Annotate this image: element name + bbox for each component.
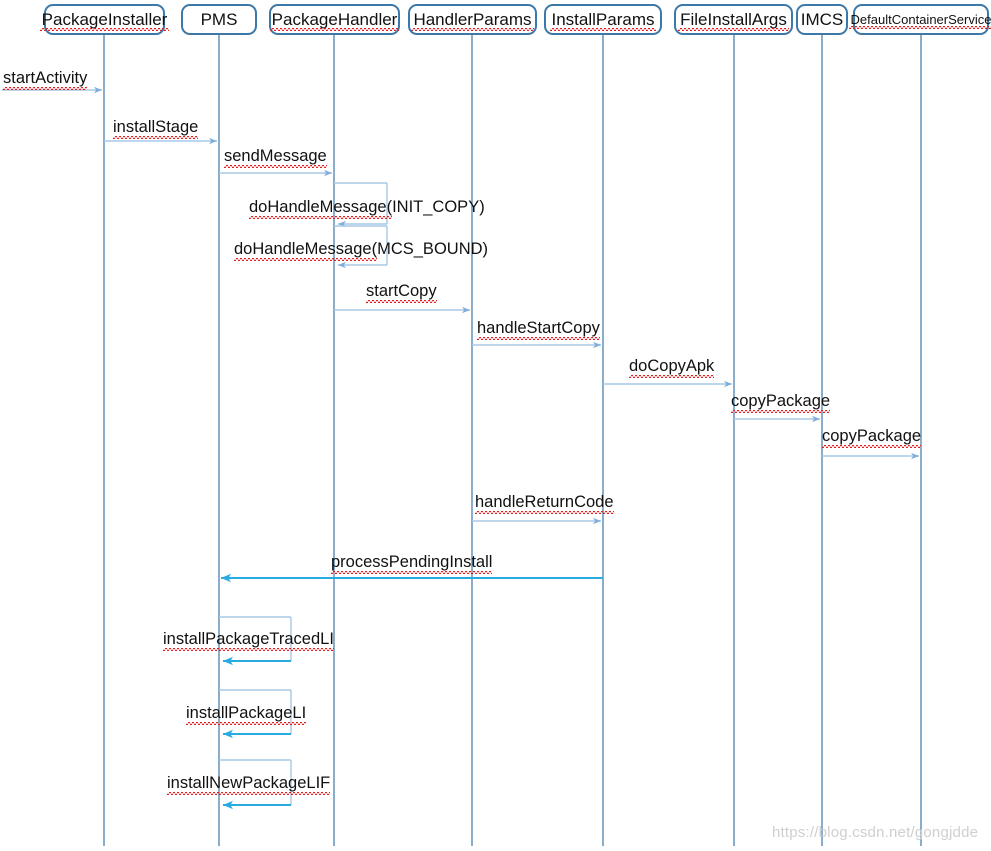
message-label-text: installNewPackageLIF: [167, 774, 331, 794]
message-label-m5: doHandleMessage(MCS_BOUND): [234, 240, 489, 260]
participant-handlerparams[interactable]: HandlerParams: [408, 4, 537, 35]
arrows-group: [2, 86, 919, 810]
message-label-text: doCopyApk: [629, 357, 715, 377]
message-label-text: installPackageTracedLI: [163, 630, 334, 650]
label-part-underlined: doHandleMessage(: [234, 240, 378, 260]
message-m4[interactable]: [334, 182, 388, 228]
message-m15[interactable]: [219, 759, 292, 810]
message-label-m7: handleStartCopy: [477, 319, 600, 339]
label-part-plain: MCS_BOUND): [377, 240, 489, 258]
message-m5[interactable]: [334, 225, 388, 269]
message-label-text: copyPackage: [731, 392, 831, 412]
message-label-m13: installPackageTracedLI: [163, 630, 334, 650]
message-m14[interactable]: [219, 689, 292, 739]
participant-packageinstaller[interactable]: PackageInstaller: [39, 4, 170, 35]
message-label-text: sendMessage: [224, 147, 327, 167]
message-label-m6: startCopy: [366, 282, 437, 302]
message-label-text: copyPackage: [822, 427, 922, 447]
message-label-m15: installNewPackageLIF: [167, 774, 331, 794]
message-label-m9: copyPackage: [731, 392, 831, 412]
participant-pms[interactable]: PMS: [181, 4, 257, 35]
participant-label: HandlerParams: [411, 10, 534, 31]
participant-label: InstallParams: [549, 10, 657, 31]
message-label-text: startActivity: [3, 69, 88, 89]
message-label-m3: sendMessage: [224, 147, 327, 167]
participant-packagehandler[interactable]: PackageHandler: [269, 4, 400, 35]
participant-imcs[interactable]: IMCS: [796, 4, 848, 35]
participant-label: IMCS: [800, 10, 844, 29]
participant-label: PackageHandler: [269, 10, 400, 31]
message-label-text: startCopy: [366, 282, 437, 302]
message-label-m11: handleReturnCode: [475, 493, 614, 513]
label-part-plain: INIT_COPY): [392, 198, 485, 216]
participant-label: PackageInstaller: [39, 10, 170, 31]
participant-label: DefaultContainerService: [848, 13, 991, 29]
message-label-text: installStage: [113, 118, 199, 138]
participant-fileinstallargs[interactable]: FileInstallArgs: [674, 4, 793, 35]
message-label-m2: installStage: [113, 118, 199, 138]
message-label-text: handleStartCopy: [477, 319, 600, 339]
participant-label: PMS: [200, 10, 238, 29]
watermark-text: https://blog.csdn.net/gongjdde: [772, 824, 979, 841]
message-label-m14: installPackageLI: [186, 704, 307, 724]
message-label-text: handleReturnCode: [475, 493, 614, 513]
message-label-m4: doHandleMessage(INIT_COPY): [249, 198, 485, 218]
message-label-m10: copyPackage: [822, 427, 922, 447]
message-label-m1: startActivity: [3, 69, 88, 89]
message-label-m12: processPendingInstall: [331, 553, 493, 573]
message-label-text: processPendingInstall: [331, 553, 493, 573]
label-part-underlined: doHandleMessage(: [249, 198, 393, 218]
lifelines-group: [103, 35, 922, 846]
message-label-m8: doCopyApk: [629, 357, 715, 377]
participant-label: FileInstallArgs: [678, 10, 789, 31]
message-m13[interactable]: [219, 616, 292, 666]
participant-installparams[interactable]: InstallParams: [544, 4, 662, 35]
message-label-text: installPackageLI: [186, 704, 307, 724]
participant-dcs[interactable]: DefaultContainerService: [848, 4, 991, 35]
